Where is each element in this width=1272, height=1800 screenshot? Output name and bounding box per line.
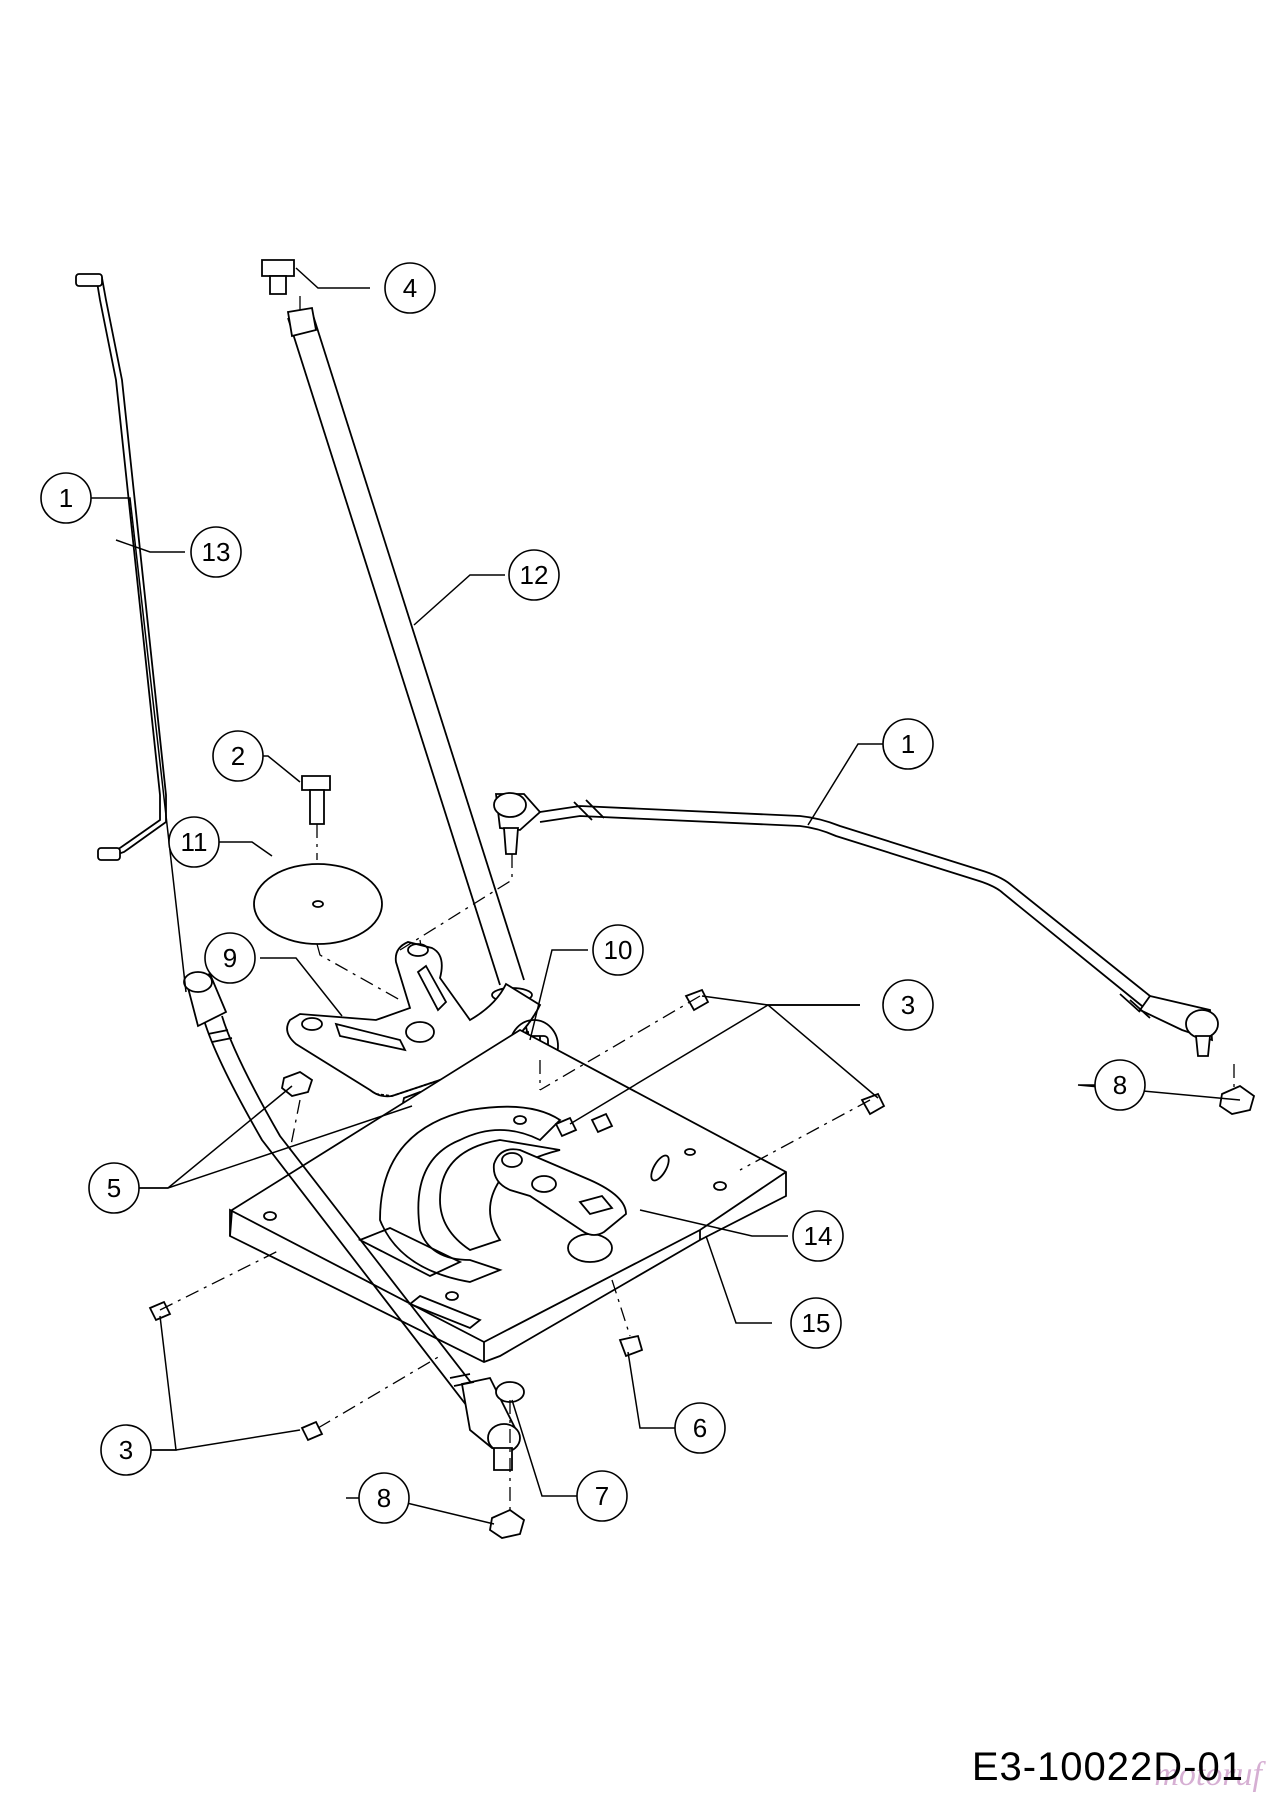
svg-text:3: 3: [901, 990, 915, 1020]
svg-text:1: 1: [901, 729, 915, 759]
callout-1-right: 1: [882, 718, 934, 770]
svg-text:8: 8: [1113, 1070, 1127, 1100]
callout-11: 11: [168, 816, 220, 868]
part-3-bolts: [148, 988, 886, 1442]
part-14-pivot-plate: [492, 1148, 627, 1236]
svg-text:15: 15: [802, 1308, 831, 1338]
svg-text:6: 6: [693, 1413, 707, 1443]
callout-15: 15: [790, 1297, 842, 1349]
svg-text:14: 14: [804, 1221, 833, 1251]
drawing-code: E3-10022D-01: [971, 1745, 1244, 1789]
svg-text:12: 12: [520, 560, 549, 590]
part-1-tie-rod-left: [183, 971, 521, 1471]
svg-text:2: 2: [231, 741, 245, 771]
part-1-tie-rod-right: [493, 792, 1219, 1057]
callout-3-left: 3: [100, 1424, 152, 1476]
svg-text:4: 4: [403, 273, 417, 303]
svg-text:5: 5: [107, 1173, 121, 1203]
svg-text:3: 3: [119, 1435, 133, 1465]
callout-12: 12: [508, 549, 560, 601]
part-2-bolt: [301, 775, 331, 825]
callout-7: 7: [576, 1470, 628, 1522]
watermark-logo: motoruf: [1154, 1756, 1262, 1793]
callout-8-right: 8: [1094, 1059, 1146, 1111]
callout-2: 2: [212, 730, 264, 782]
part-11-washer: [253, 824, 431, 1006]
callout-3-right: 3: [882, 979, 934, 1031]
callout-13: 13: [190, 526, 242, 578]
part-4-bolt: [261, 259, 295, 295]
svg-text:1: 1: [59, 483, 73, 513]
alignment-lines: [159, 854, 1235, 1510]
svg-text:8: 8: [377, 1483, 391, 1513]
callout-4: 4: [384, 262, 436, 314]
part-15-frame-plate: [229, 1028, 787, 1363]
callout-9: 9: [204, 932, 256, 984]
part-6-bolt: [618, 1334, 644, 1358]
callout-5: 5: [88, 1162, 140, 1214]
callout-1-left: 1: [40, 472, 92, 524]
svg-text:10: 10: [604, 935, 633, 965]
part-7-washer: [495, 1381, 525, 1403]
callout-8-left: 8: [358, 1472, 410, 1524]
callout-6: 6: [674, 1402, 726, 1454]
svg-text:13: 13: [202, 537, 231, 567]
part-13-rod: [75, 273, 167, 861]
svg-text:11: 11: [181, 827, 208, 857]
svg-text:7: 7: [595, 1481, 609, 1511]
svg-text:9: 9: [223, 943, 237, 973]
callout-10: 10: [592, 924, 644, 976]
callout-14: 14: [792, 1210, 844, 1262]
